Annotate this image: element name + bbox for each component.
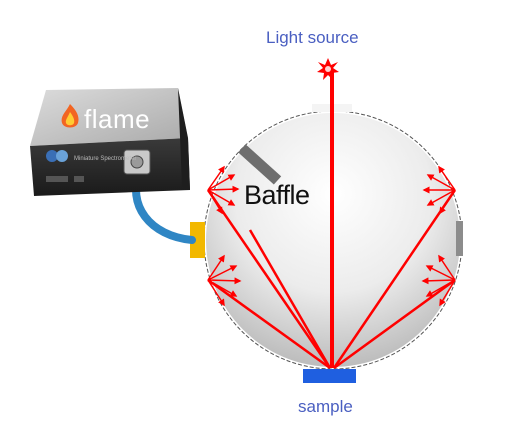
spectrometer-top <box>30 88 188 146</box>
sample-port <box>303 369 356 383</box>
spectrometer-subtext: Miniature Spectrometer <box>74 156 136 162</box>
right-port <box>456 221 463 256</box>
flame-icon <box>61 104 79 128</box>
ocean-logo-icon <box>46 150 68 162</box>
baffle <box>238 144 282 185</box>
scatter-fan-upper-right <box>422 165 456 215</box>
detector-port <box>190 222 205 258</box>
spectrometer-side <box>178 88 190 190</box>
scatter-fan-lower-right <box>421 254 456 307</box>
scatter-fan-upper-left <box>207 165 240 215</box>
sample-label: sample <box>298 397 353 416</box>
spectrometer-front <box>30 138 190 196</box>
light-source-label: Light source <box>266 28 359 47</box>
starburst-icon <box>317 58 339 80</box>
spectrometer-brand-label: flame <box>84 104 151 134</box>
reflected-rays <box>206 189 457 370</box>
scatter-fan-lower-left <box>207 254 242 307</box>
baffle-label: Baffle <box>244 180 310 210</box>
spectrometer: Miniature Spectrometer <box>30 88 190 196</box>
